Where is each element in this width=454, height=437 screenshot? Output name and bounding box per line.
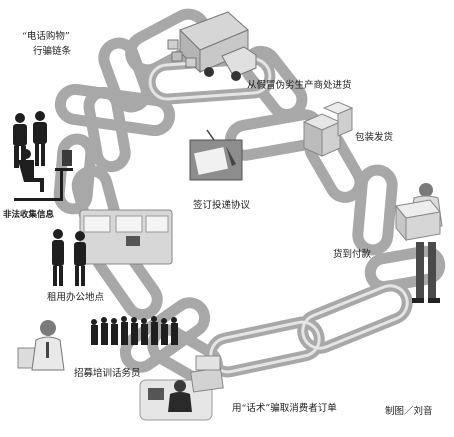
step-label-order: 用“话术”骗取消费者订单 xyxy=(232,403,337,414)
step-label-pack: 包装发货 xyxy=(355,132,394,143)
step-label-info: 非法收集信息 xyxy=(3,210,55,220)
diagram-title-line1: “电话购物” xyxy=(22,31,70,42)
call-center-icon xyxy=(139,355,224,421)
chain-links-highlight xyxy=(148,57,409,374)
boxes-icon xyxy=(302,101,354,157)
office-people-icon xyxy=(13,111,73,201)
step-label-office: 租用办公地点 xyxy=(47,292,105,303)
delivery-man-icon xyxy=(395,183,443,303)
delivery-truck-icon xyxy=(167,11,257,81)
step-label-source: 从假冒伪劣生产商处进货 xyxy=(247,80,352,91)
diagram-title-line2: 行骗链条 xyxy=(33,46,72,57)
step-label-recruit: 招募培训话务员 xyxy=(74,368,141,379)
credit-text: 制图／刘音 xyxy=(385,406,433,417)
signing-contract-icon xyxy=(189,129,243,181)
step-label-pay: 货到付款 xyxy=(333,249,372,260)
handshake-office-icon xyxy=(52,209,173,286)
step-label-contract: 签订投递协议 xyxy=(193,200,251,211)
recruit-staff-icon xyxy=(17,316,178,371)
